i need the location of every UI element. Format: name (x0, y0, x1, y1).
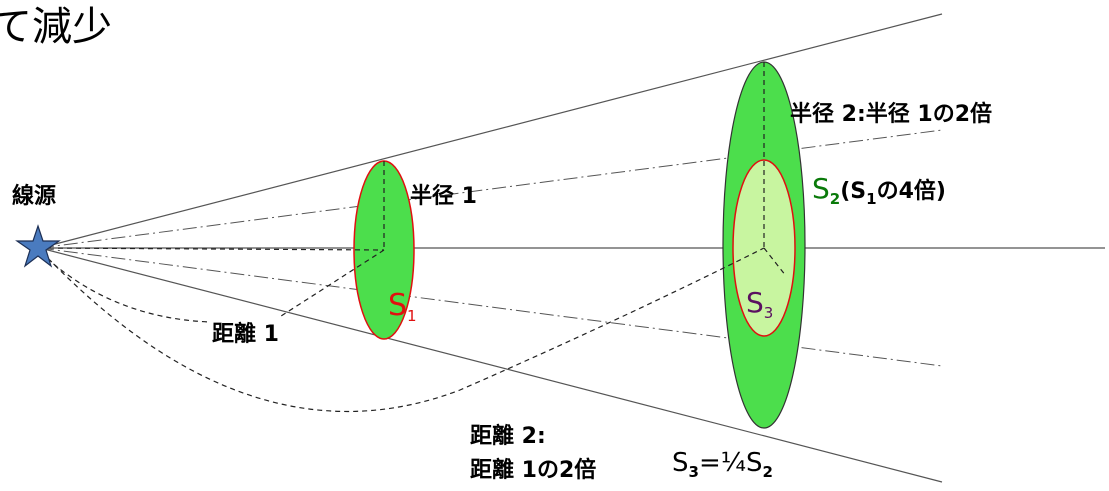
ray-distance2-curve (41, 247, 765, 413)
ray-to-small-disc (39, 247, 385, 251)
distance1-label: 距離 1 (212, 322, 279, 347)
radius2-label: 半径 2:半径 1の2倍 (790, 102, 993, 127)
formula-lhs-subscript: 3 (688, 463, 699, 481)
large-disc-diagonal (763, 247, 787, 277)
formula-rhs-subscript: 2 (762, 463, 773, 481)
distance2-label-line1: 距離 2: (470, 424, 546, 449)
formula-lhs: S (672, 448, 689, 478)
s2-symbol: S (812, 172, 830, 205)
s2-note-close: の4倍) (876, 179, 946, 204)
s1-subscript: 1 (407, 307, 417, 325)
title-fragment: て減少 (0, 4, 112, 50)
area-formula: S3=¼S2 (672, 448, 773, 481)
area-s3-label: S3 (746, 286, 774, 322)
s3-subscript: 3 (763, 304, 774, 322)
inner-cone-lower-line (39, 247, 943, 367)
s1-symbol: S (388, 288, 408, 323)
source-star-icon (15, 224, 61, 268)
s2-subscript: 2 (829, 190, 841, 208)
cone-upper-line (39, 13, 943, 249)
distance2-label-line2: 距離 1の2倍 (470, 458, 597, 483)
distance1-leader (277, 249, 385, 319)
s3-symbol: S (746, 286, 764, 319)
inner-cone-upper-line (39, 129, 943, 249)
formula-equals: =¼S (698, 448, 763, 478)
radius1-label: 半径 1 (410, 184, 477, 209)
area-s2-label: S2(S1の4倍) (812, 172, 946, 208)
source-label: 線源 (12, 184, 57, 209)
area-s1-label: S1 (388, 288, 417, 325)
s2-note-open: (S (840, 179, 867, 204)
cone-lower-line (39, 247, 943, 483)
s2-note-subscript: 1 (866, 190, 877, 208)
ray-distance1-curve (39, 251, 211, 323)
